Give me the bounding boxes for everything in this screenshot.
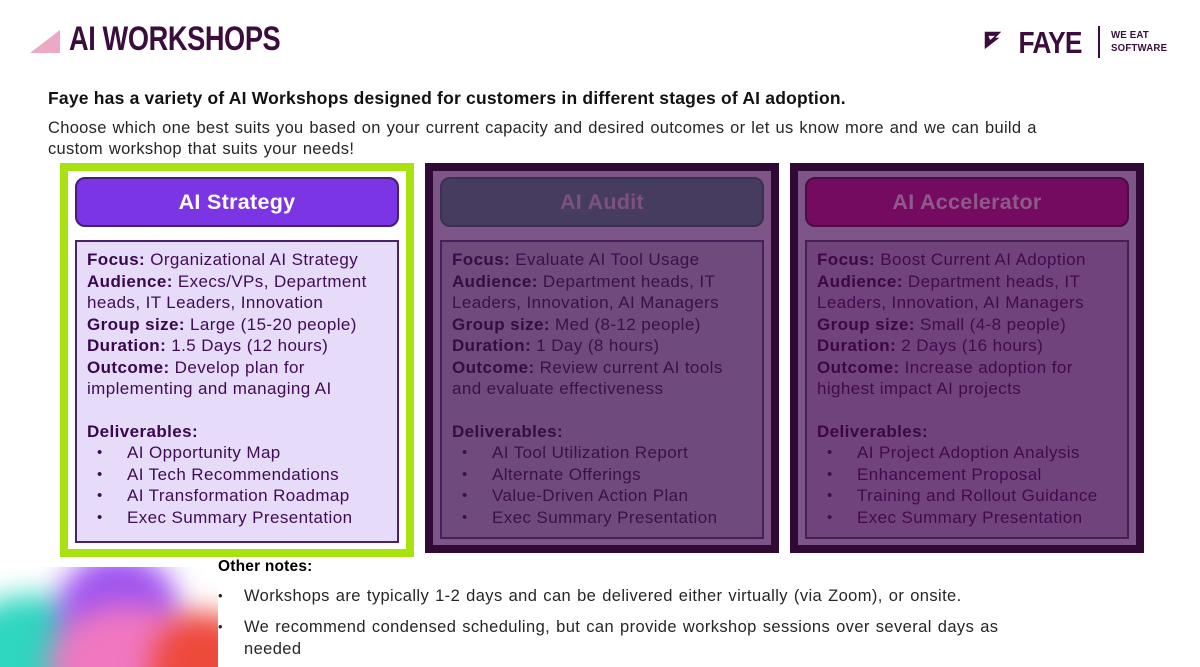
field-group-size: Group size: Large (15-20 people) [87, 314, 357, 334]
deliverable-item: Exec Summary Presentation [452, 507, 754, 529]
card-title: AI Strategy [178, 189, 296, 214]
workshop-cards-row: AI Strategy Focus: Organizational AI Str… [60, 163, 1144, 557]
field-audience: Audience: Execs/VPs, Department heads, I… [87, 271, 367, 313]
field-outcome: Outcome: Develop plan for implementing a… [87, 357, 332, 399]
blob-red [150, 612, 218, 667]
deliverable-item: AI Project Adoption Analysis [817, 442, 1119, 464]
deliverables-heading: Deliverables: [817, 421, 929, 441]
card-ai-strategy[interactable]: AI Strategy Focus: Organizational AI Str… [60, 163, 414, 557]
deliverable-item: Training and Rollout Guidance [817, 485, 1119, 507]
logo-tagline: WE EAT SOFTWARE [1110, 29, 1168, 54]
intro-headline: Faye has a variety of AI Workshops desig… [48, 88, 846, 108]
logo-divider [1097, 26, 1100, 58]
card-title: AI Accelerator [892, 189, 1042, 214]
card-ai-accelerator[interactable]: AI Accelerator Focus: Boost Current AI A… [790, 163, 1144, 553]
gradient-blob-decoration [0, 567, 218, 667]
intro-section: Faye has a variety of AI Workshops desig… [48, 88, 1153, 160]
page-title: AI WORKSHOPS [69, 20, 281, 58]
card-ai-audit-body: Focus: Evaluate AI Tool Usage Audience: … [440, 240, 764, 539]
deliverable-item: AI Tech Recommendations [87, 464, 389, 486]
card-ai-strategy-header: AI Strategy [75, 177, 399, 227]
blob-teal [0, 595, 105, 667]
card-title: AI Audit [559, 189, 644, 214]
card-ai-accelerator-body: Focus: Boost Current AI Adoption Audienc… [805, 240, 1129, 539]
field-focus: Focus: Evaluate AI Tool Usage [452, 250, 700, 269]
faye-wordmark: FAYE [1018, 24, 1082, 60]
deliverable-item: AI Tool Utilization Report [452, 442, 754, 464]
deliverable-item: Exec Summary Presentation [817, 507, 1119, 529]
field-audience: Audience: Department heads, IT Leaders, … [817, 271, 1085, 313]
field-duration: Duration: 2 Days (16 hours) [817, 336, 1044, 355]
deliverable-item: Exec Summary Presentation [87, 507, 389, 529]
deliverables-heading: Deliverables: [452, 421, 564, 441]
deliverable-item: AI Transformation Roadmap [87, 485, 389, 507]
deliverable-item: Alternate Offerings [452, 464, 754, 486]
card-ai-audit-header: AI Audit [440, 177, 764, 227]
faye-logo: FAYE WE EAT SOFTWARE [982, 26, 1172, 58]
card-ai-accelerator-header: AI Accelerator [805, 177, 1129, 227]
deliverable-item: AI Opportunity Map [87, 442, 389, 464]
field-focus: Focus: Organizational AI Strategy [87, 250, 359, 269]
field-duration: Duration: 1.5 Days (12 hours) [87, 336, 329, 355]
deliverables-heading: Deliverables: [87, 421, 199, 441]
intro-subtext: Choose which one best suits you based on… [48, 119, 1037, 158]
triangle-icon [30, 30, 60, 53]
field-group-size: Group size: Med (8-12 people) [452, 314, 701, 334]
card-ai-strategy-body: Focus: Organizational AI Strategy Audien… [75, 240, 399, 543]
other-notes-section: Other notes: Workshops are typically 1-2… [218, 558, 1118, 660]
field-audience: Audience: Department heads, IT Leaders, … [452, 271, 720, 313]
blob-pink [48, 605, 208, 667]
other-notes-heading: Other notes: [218, 558, 313, 575]
note-item: We recommend condensed scheduling, but c… [218, 616, 1118, 660]
field-focus: Focus: Boost Current AI Adoption [817, 250, 1086, 269]
field-group-size: Group size: Small (4-8 people) [817, 314, 1067, 334]
blob-purple [58, 567, 178, 663]
top-bar: AI WORKSHOPS FAYE WE EAT SOFTWARE [30, 22, 1172, 58]
deliverable-item: Value-Driven Action Plan [452, 485, 754, 507]
faye-flag-icon [984, 31, 1002, 50]
field-outcome: Outcome: Increase adoption for highest i… [817, 357, 1073, 399]
title-wrap: AI WORKSHOPS [30, 22, 333, 56]
deliverable-item: Enhancement Proposal [817, 464, 1119, 486]
field-duration: Duration: 1 Day (8 hours) [452, 336, 660, 355]
card-ai-audit[interactable]: AI Audit Focus: Evaluate AI Tool Usage A… [425, 163, 779, 553]
note-item: Workshops are typically 1-2 days and can… [218, 585, 1118, 607]
field-outcome: Outcome: Review current AI tools and eva… [452, 357, 723, 399]
